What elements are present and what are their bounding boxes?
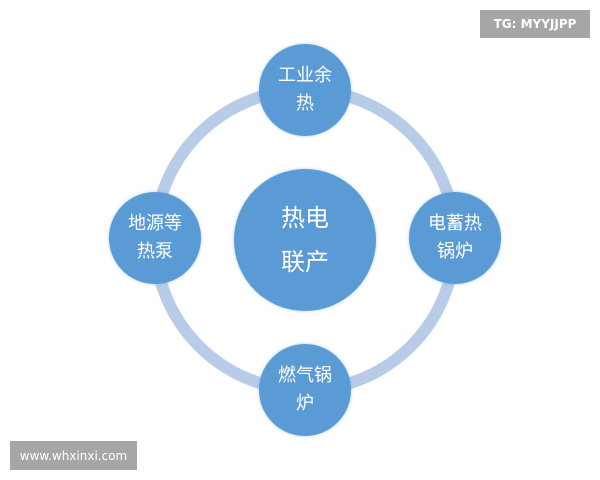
node-industrial-waste-heat: 工业余 热: [259, 44, 351, 136]
center-label-line1: 热电: [281, 204, 329, 232]
watermark-top-right: TG: MYYJJPP: [480, 10, 590, 38]
node-electric-boiler: 电蓄热 锅炉: [409, 192, 501, 284]
node-label: 热泵: [137, 241, 173, 262]
center-node-chp: 热电 联产: [234, 169, 376, 311]
node-label: 工业余: [278, 65, 332, 86]
node-label: 地源等: [128, 213, 182, 234]
node-gas-boiler: 燃气锅 炉: [259, 344, 351, 436]
center-label-line2: 联产: [281, 248, 329, 276]
node-label: 燃气锅: [278, 365, 332, 386]
node-label: 锅炉: [437, 241, 473, 262]
node-label: 电蓄热: [428, 213, 482, 234]
node-label: 炉: [296, 393, 314, 414]
node-label: 热: [296, 93, 314, 114]
watermark-bottom-left: www.whxinxi.com: [10, 441, 137, 470]
node-ground-source-heat-pump: 地源等 热泵: [109, 192, 201, 284]
